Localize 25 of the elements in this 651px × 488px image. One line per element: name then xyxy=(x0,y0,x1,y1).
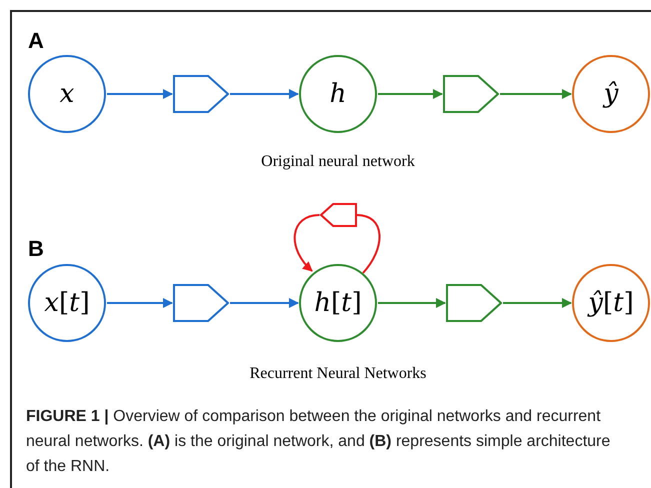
math-symbol: ŷ xyxy=(604,81,618,107)
pentagon-shape xyxy=(173,75,229,113)
math-symbol: ŷ[t] xyxy=(588,290,634,316)
math-symbol: h[t] xyxy=(314,290,362,316)
arrow xyxy=(107,298,173,308)
panel-label: B xyxy=(28,235,44,263)
panel-title: Recurrent Neural Networks xyxy=(250,364,426,384)
math-symbol: x[t] xyxy=(44,290,90,316)
arrow xyxy=(294,214,320,272)
arrow xyxy=(230,298,299,308)
arrow xyxy=(107,89,173,99)
arrow xyxy=(230,89,299,99)
pentagon-shape xyxy=(320,203,356,227)
pentagon-shape xyxy=(173,284,229,322)
math-symbol: x xyxy=(60,81,74,107)
arrow xyxy=(378,298,446,308)
figure-caption: FIGURE 1 | Overview of comparison between the original networks and recurrent neural networks. (A) is the original network, and (B) represents simple architecture of the RNN. xyxy=(26,407,612,477)
panel-label: A xyxy=(28,27,44,55)
math-symbol: h xyxy=(330,81,346,107)
arrow xyxy=(500,89,572,99)
arrow xyxy=(503,298,572,308)
arrow xyxy=(378,89,443,99)
pentagon-shape xyxy=(443,75,499,113)
pentagon-shape xyxy=(446,284,502,322)
panel-title: Original neural network xyxy=(261,152,415,172)
